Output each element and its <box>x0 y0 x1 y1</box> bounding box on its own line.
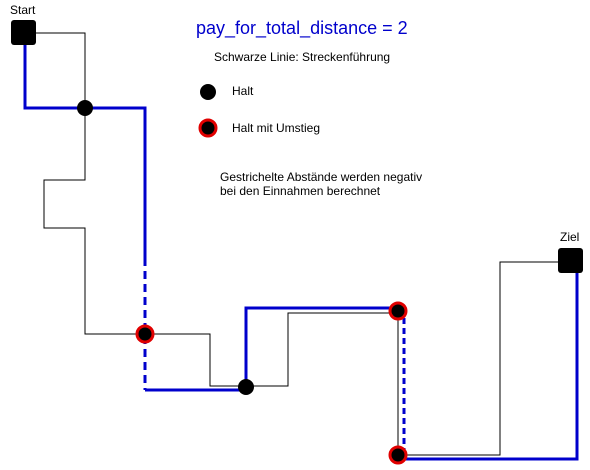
diagram-title: pay_for_total_distance = 2 <box>196 18 408 38</box>
transfer-stop-1 <box>135 324 155 344</box>
legend-stop-marker <box>200 84 216 100</box>
legend-transfer-label: Halt mit Umstieg <box>232 121 321 135</box>
transfer-stop-2 <box>388 301 408 321</box>
stop-2 <box>238 379 254 395</box>
black-route-line <box>25 32 570 456</box>
legend-transfer-marker <box>198 118 218 138</box>
blue-route-segment-2 <box>145 306 398 392</box>
goal-label: Ziel <box>560 230 580 244</box>
goal-terminal <box>558 248 583 273</box>
note-line-2: bei den Einnahmen berechnet <box>220 184 381 198</box>
start-terminal <box>11 20 36 45</box>
note-line-1: Gestrichelte Abstände werden negativ <box>220 170 423 184</box>
stop-1 <box>77 100 93 116</box>
transfer-stop-3 <box>388 445 408 465</box>
diagram-subtitle: Schwarze Linie: Streckenführung <box>214 50 391 64</box>
legend-stop-label: Halt <box>232 84 254 98</box>
start-label: Start <box>10 3 36 17</box>
blue-route-segment-3 <box>398 262 579 461</box>
